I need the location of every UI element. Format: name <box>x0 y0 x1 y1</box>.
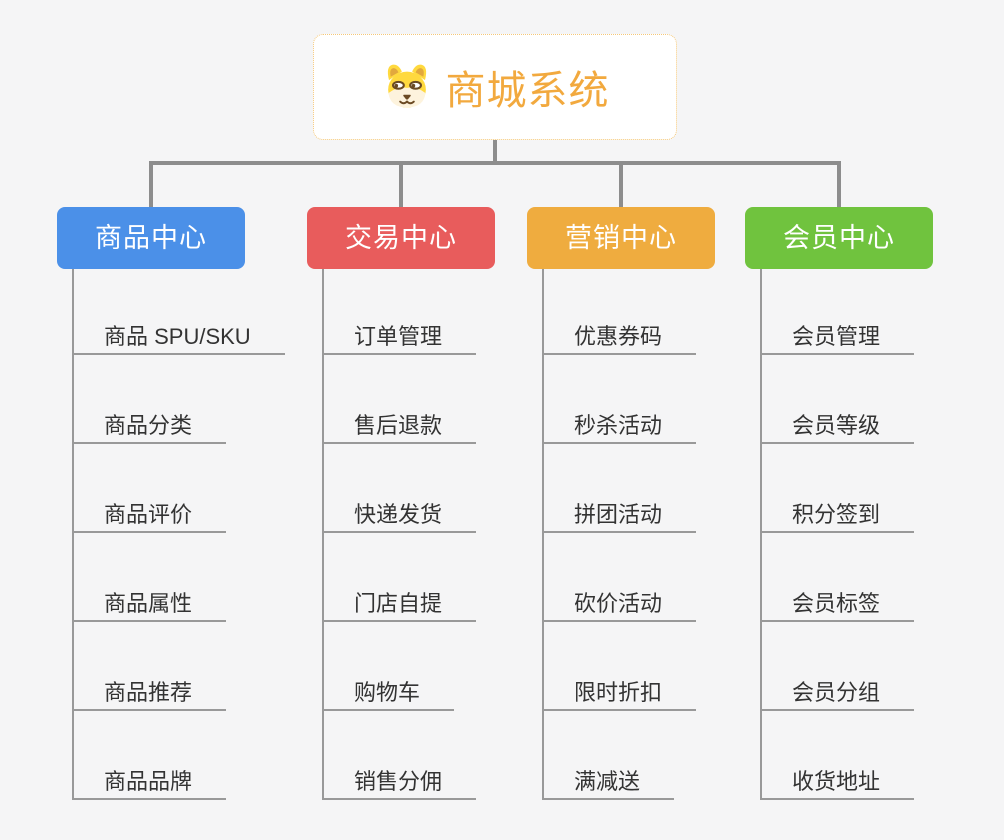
branch-trunk-line <box>322 269 324 800</box>
branch-item[interactable]: 商品品牌 <box>72 768 227 800</box>
branch-item[interactable]: 满减送 <box>542 768 675 800</box>
branch-item[interactable]: 限时折扣 <box>542 679 697 711</box>
branch-trunk-line <box>760 269 762 800</box>
branch-header[interactable]: 商品中心 <box>57 207 245 269</box>
branch-item[interactable]: 优惠券码 <box>542 323 697 355</box>
branch-item[interactable]: 销售分佣 <box>322 768 477 800</box>
branch-item[interactable]: 订单管理 <box>322 323 477 355</box>
branch-item[interactable]: 会员管理 <box>760 323 915 355</box>
branch-item[interactable]: 积分签到 <box>760 501 915 533</box>
branch-item[interactable]: 商品评价 <box>72 501 227 533</box>
branch-item[interactable]: 购物车 <box>322 679 455 711</box>
branch-header[interactable]: 营销中心 <box>527 207 715 269</box>
branch-item[interactable]: 秒杀活动 <box>542 412 697 444</box>
branch-item[interactable]: 会员等级 <box>760 412 915 444</box>
branch-item[interactable]: 售后退款 <box>322 412 477 444</box>
branch-trunk-line <box>542 269 544 800</box>
branch-item[interactable]: 快递发货 <box>322 501 477 533</box>
branch-item[interactable]: 商品属性 <box>72 590 227 622</box>
branch-item[interactable]: 门店自提 <box>322 590 477 622</box>
root-title: 商城系统 <box>445 69 610 113</box>
branch-item[interactable]: 商品推荐 <box>72 679 227 711</box>
branch-header[interactable]: 会员中心 <box>745 207 933 269</box>
branch-item[interactable]: 会员分组 <box>760 679 915 711</box>
branch-item[interactable]: 收货地址 <box>760 768 915 800</box>
branch-item[interactable]: 砍价活动 <box>542 590 697 622</box>
branch-item[interactable]: 拼团活动 <box>542 501 697 533</box>
dog-icon <box>387 64 426 108</box>
branch-header[interactable]: 交易中心 <box>307 207 495 269</box>
branch-item[interactable]: 商品分类 <box>72 412 227 444</box>
branch-item[interactable]: 商品 SPU/SKU <box>72 323 285 355</box>
root-node[interactable]: 商城系统 <box>313 34 677 140</box>
branch-trunk-line <box>72 269 74 800</box>
branch-item[interactable]: 会员标签 <box>760 590 915 622</box>
